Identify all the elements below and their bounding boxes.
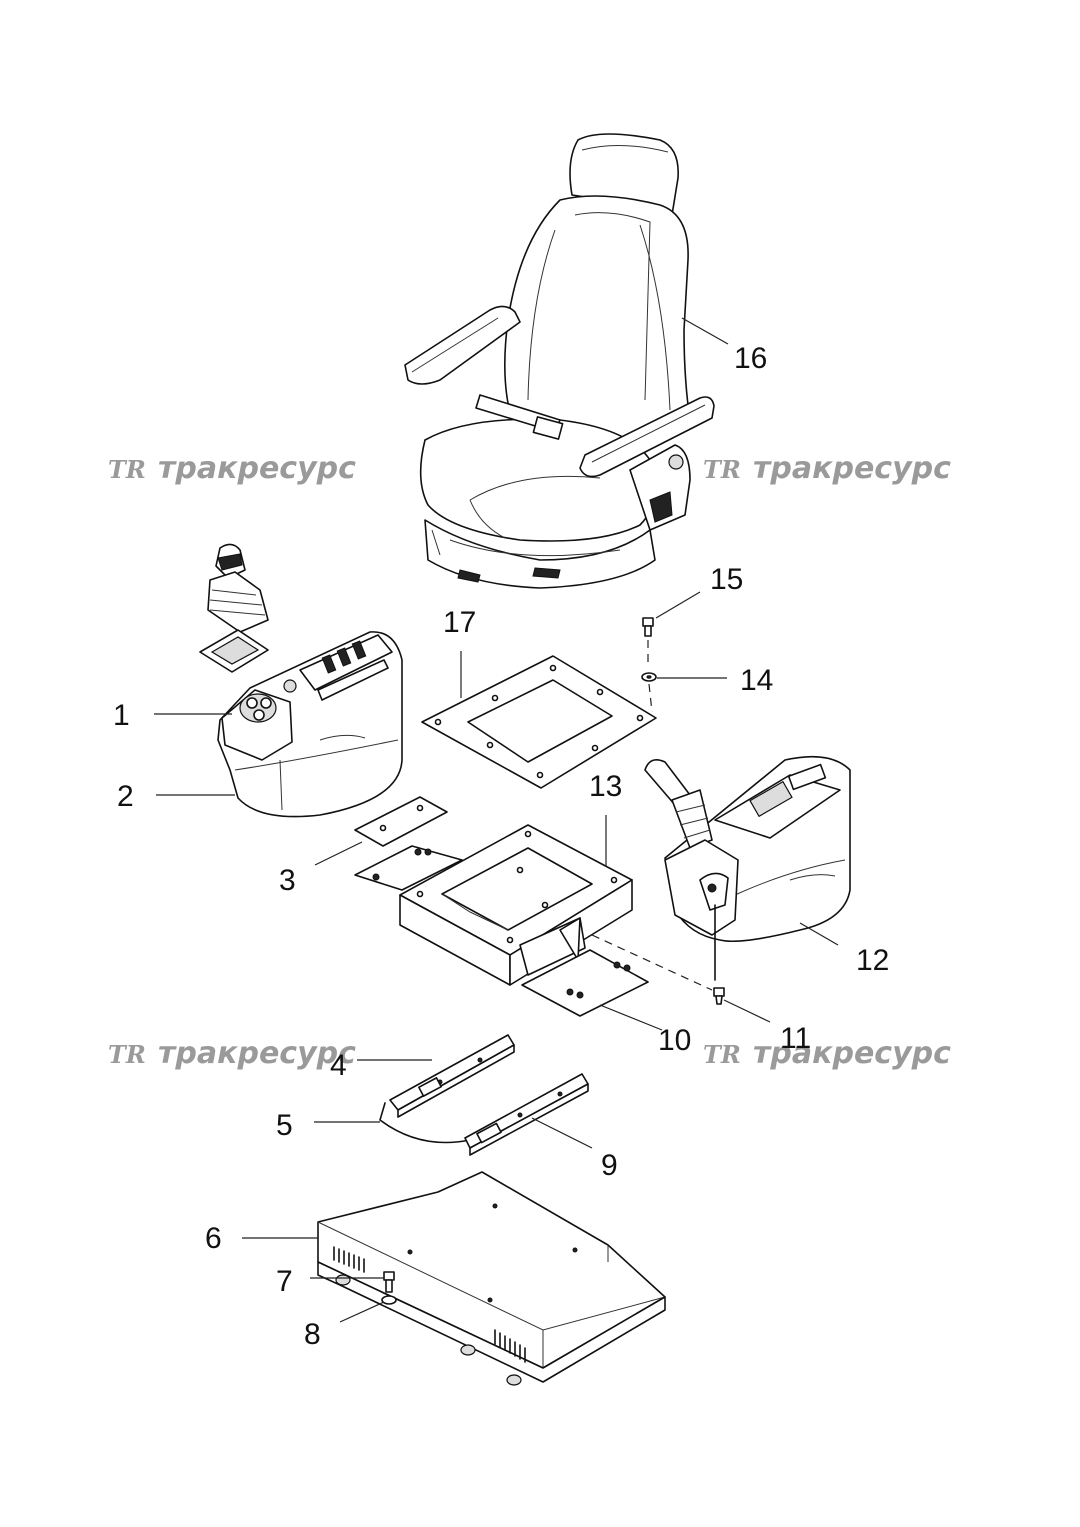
watermark-bottom-left: TR тракресурс	[108, 1036, 356, 1071]
callout-2: 2	[117, 780, 134, 813]
watermark-text: тракресурс	[753, 1036, 951, 1071]
washer	[641, 672, 657, 682]
watermark-text: тракресурс	[753, 451, 951, 486]
left-joystick	[199, 543, 269, 673]
callout-8: 8	[304, 1318, 321, 1351]
seat-assembly	[404, 133, 715, 589]
bolt	[642, 617, 654, 637]
right-console	[644, 755, 851, 981]
callout-11: 11	[780, 1022, 811, 1055]
callout-10: 10	[658, 1024, 691, 1057]
left-console	[217, 631, 403, 818]
callout-7: 7	[276, 1265, 293, 1298]
callout-6: 6	[205, 1222, 222, 1255]
watermark-text: тракресурс	[158, 451, 356, 486]
watermark-logo: TR	[108, 455, 146, 484]
callout-1: 1	[113, 699, 130, 732]
callout-5: 5	[276, 1109, 293, 1142]
screw	[713, 987, 725, 1005]
callout-16: 16	[734, 342, 767, 375]
suspension-housing	[317, 1171, 666, 1386]
callout-13: 13	[589, 770, 622, 803]
watermark-logo: TR	[703, 455, 741, 484]
callout-17: 17	[443, 606, 476, 639]
callout-9: 9	[601, 1149, 618, 1182]
seat-sub-frame	[354, 824, 649, 1017]
callout-labels: 1 2 3 4 5 6 7 8 9 10 11 12 13 14 15 16 1…	[113, 342, 889, 1351]
callout-3: 3	[279, 864, 296, 897]
watermark-bottom-right: TR тракресурс	[703, 1036, 951, 1071]
watermark-logo: TR	[108, 1040, 146, 1069]
callout-14: 14	[740, 664, 773, 697]
base-plate	[421, 655, 657, 789]
watermark-top-right: TR тракресурс	[703, 451, 951, 486]
slide-rails	[379, 1034, 589, 1156]
mounting-plate	[354, 796, 448, 847]
callout-4: 4	[330, 1049, 347, 1082]
watermark-logo: TR	[703, 1040, 741, 1069]
callout-15: 15	[710, 563, 743, 596]
watermark-top-left: TR тракресурс	[108, 451, 356, 486]
callout-12: 12	[856, 944, 889, 977]
watermark-text: тракресурс	[158, 1036, 356, 1071]
